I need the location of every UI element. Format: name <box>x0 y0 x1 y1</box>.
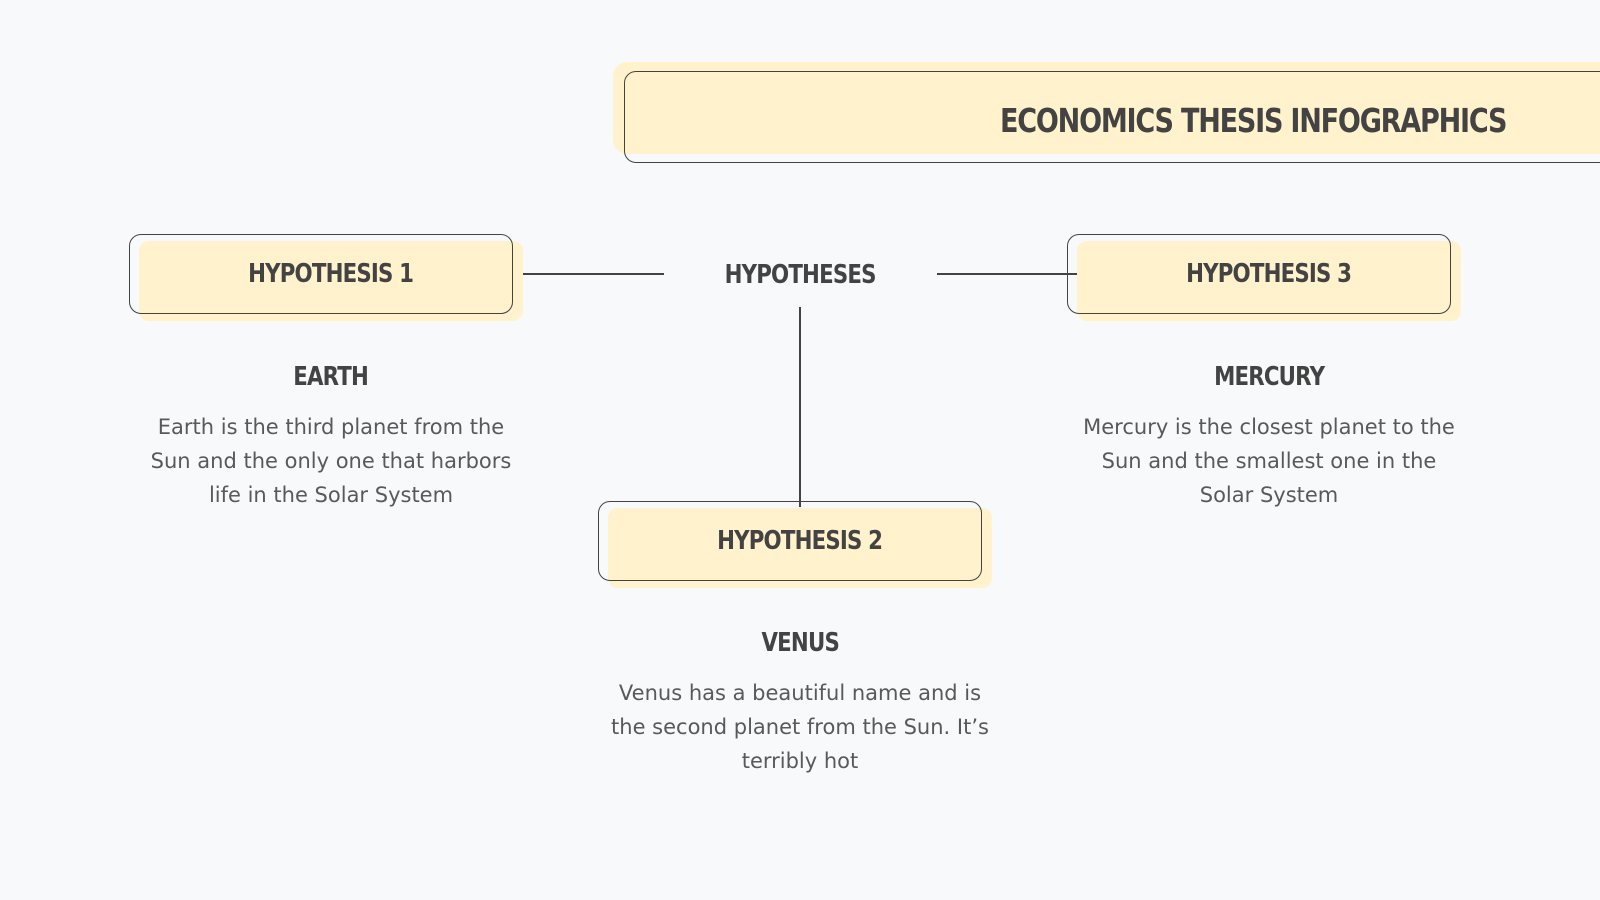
hypothesis-2-box: HYPOTHESIS 2 <box>598 501 992 588</box>
hypothesis-1-label-text: HYPOTHESIS 1 <box>248 259 414 289</box>
venus-heading: VENUS <box>600 623 1000 663</box>
center-label: HYPOTHESES <box>650 250 950 300</box>
hypothesis-2-label: HYPOTHESIS 2 <box>608 508 992 574</box>
center-label-text: HYPOTHESES <box>724 260 876 290</box>
mercury-heading: MERCURY <box>1069 357 1469 397</box>
hypothesis-3-fill <box>1077 241 1461 321</box>
title-banner-frame <box>624 71 1600 163</box>
hypothesis-1-box: HYPOTHESIS 1 <box>129 234 523 321</box>
hypothesis-3-label: HYPOTHESIS 3 <box>1077 241 1461 307</box>
slide-title: ECONOMICS THESIS INFOGRAPHICS <box>1000 101 1507 140</box>
hypothesis-1-fill <box>139 241 523 321</box>
mercury-heading-text: MERCURY <box>1213 362 1325 392</box>
connector-line-down <box>799 307 801 507</box>
hypothesis-2-label-text: HYPOTHESIS 2 <box>717 526 883 556</box>
earth-heading-text: EARTH <box>293 362 370 392</box>
venus-heading-text: VENUS <box>761 628 839 658</box>
hypothesis-1-frame <box>129 234 513 314</box>
hypothesis-2-frame <box>598 501 982 581</box>
hypothesis-3-box: HYPOTHESIS 3 <box>1067 234 1461 321</box>
connector-line-left <box>521 273 664 275</box>
mercury-description: Mercury is the closest planet to the Sun… <box>1083 415 1455 507</box>
title-banner-fill <box>613 62 1600 154</box>
hypothesis-3-label-text: HYPOTHESIS 3 <box>1186 259 1352 289</box>
hypothesis-2-fill <box>608 508 992 588</box>
hypothesis-3-frame <box>1067 234 1451 314</box>
earth-heading: EARTH <box>131 357 531 397</box>
connector-line-right <box>937 273 1078 275</box>
hypothesis-1-label: HYPOTHESIS 1 <box>139 241 523 307</box>
earth-description: Earth is the third planet from the Sun a… <box>150 415 512 507</box>
venus-description: Venus has a beautiful name and is the se… <box>611 681 989 773</box>
